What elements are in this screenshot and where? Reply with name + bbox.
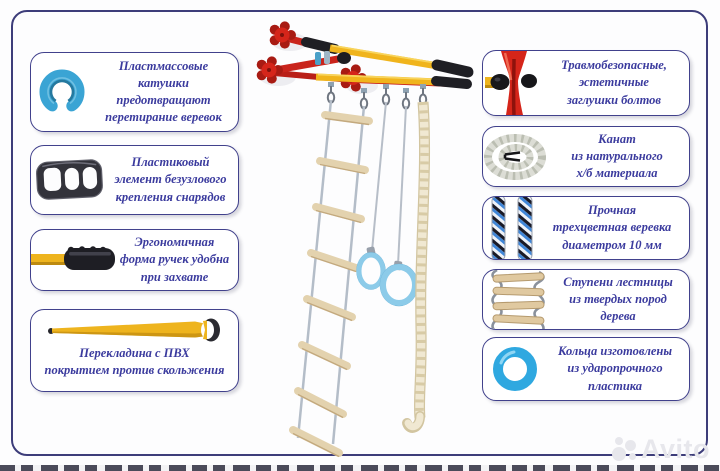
rope-ladder <box>289 99 373 458</box>
watermark: Avito <box>612 432 716 466</box>
callout-plastic-mount: Пластиковый элемент безузлового креплени… <box>30 145 239 215</box>
callout-text: Ступени лестницы из твердых пород дерева <box>563 274 673 324</box>
callout-tricolor-rope: Прочная трехцветная веревка диаметром 10… <box>482 196 690 260</box>
callout-bolt-caps: Травмобезопасные, эстетичные заглушки бо… <box>482 50 690 116</box>
plastic-mount-icon <box>31 153 109 207</box>
callout-wooden-steps: Ступени лестницы из твердых пород дерева <box>482 269 690 330</box>
callout-text: Травмобезопасные, эстетичные заглушки бо… <box>561 58 667 107</box>
plastic-ring-icon <box>483 342 547 396</box>
callout-plastic-rings: Кольца изготовлены из ударопрочного плас… <box>482 337 690 401</box>
spool-on-bar <box>315 52 321 65</box>
climbing-rope <box>402 101 431 433</box>
barcode-strip <box>0 465 720 471</box>
spool-on-bar <box>324 51 330 64</box>
avito-logo-icon <box>612 435 638 463</box>
callout-natural-rope: Канат из натурального х/б материала <box>482 126 690 187</box>
crossbar-icon <box>43 317 227 343</box>
rope-coil-icon <box>483 131 551 183</box>
callout-plastic-spools: Пластмассовые катушки предотвращают пере… <box>30 52 239 132</box>
callout-pvc-crossbar: Перекладина с ПВХ покрытием против сколь… <box>30 309 239 392</box>
outer-border-frame <box>11 10 708 456</box>
callout-text: Прочная трехцветная веревка диаметром 10… <box>552 203 672 252</box>
ladder-steps-icon <box>483 270 553 329</box>
product-photo-sports-complex <box>256 21 474 458</box>
handle-grip-icon <box>31 239 117 281</box>
tricolor-rope-icon <box>483 197 541 259</box>
callout-text: Пластмассовые катушки предотвращают пере… <box>105 58 222 125</box>
wall-flange <box>269 21 296 49</box>
watermark-brand-text: Avito <box>641 433 710 464</box>
wall-mount-frame <box>256 21 474 92</box>
callout-text: Пластиковый элемент безузлового креплени… <box>114 155 227 204</box>
blue-spool-icon <box>31 63 95 121</box>
callout-text: Кольца изготовлены из ударопрочного плас… <box>557 344 673 393</box>
bolt-cap-icon <box>483 51 545 115</box>
callout-ergonomic-handle: Эргономичная форма ручек удобна при захв… <box>30 229 239 291</box>
gymnastic-rings <box>356 101 419 307</box>
wall-flange <box>256 56 283 84</box>
callout-text: Эргономичная форма ручек удобна при захв… <box>119 235 230 284</box>
callout-text: Канат из натурального х/б материала <box>571 131 663 181</box>
callout-text: Перекладина с ПВХ покрытием против сколь… <box>44 346 225 378</box>
